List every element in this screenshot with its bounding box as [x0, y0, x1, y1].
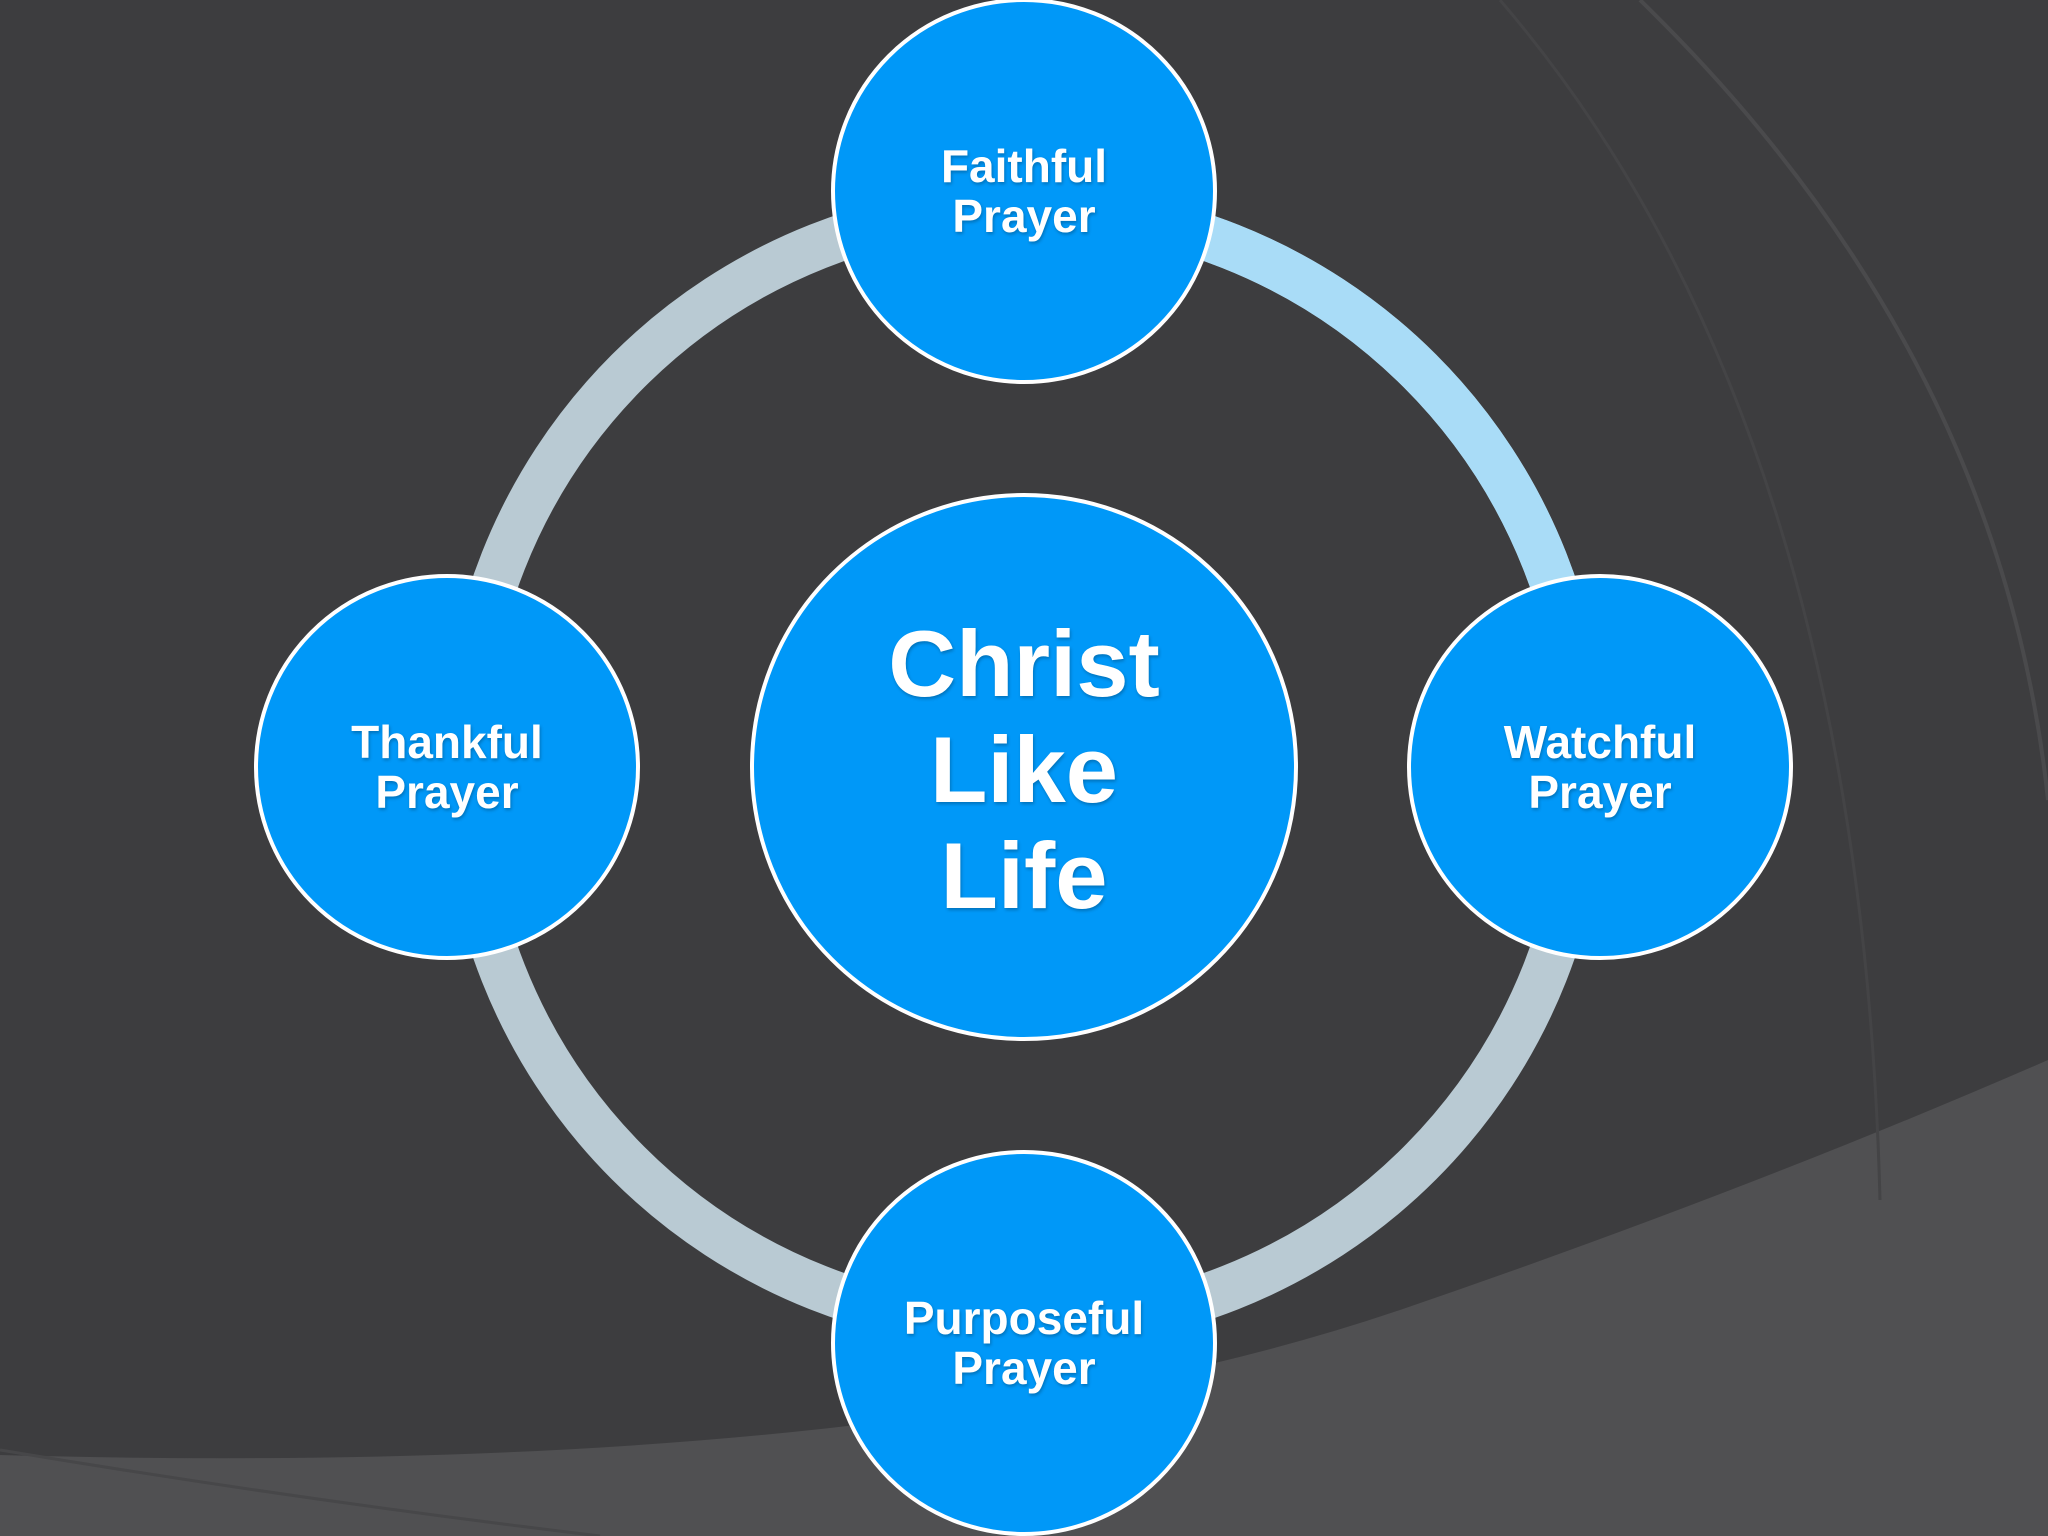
node-circle-bottom [831, 1150, 1217, 1536]
center-label: Christ Like Life [888, 611, 1160, 928]
node-label-purposeful-prayer: Purposeful Prayer [903, 1292, 1145, 1394]
node-label-watchful-prayer: Watchful Prayer [1503, 716, 1697, 818]
node-circle-top [831, 0, 1217, 384]
node-label-faithful-prayer: Faithful Prayer [940, 140, 1108, 242]
background-arc-outer [1638, 0, 2048, 801]
background-arc-bottom [0, 1448, 601, 1536]
node-circle-left [254, 574, 640, 960]
center-node-circle [750, 493, 1298, 1041]
background-light-band [0, 1060, 2048, 1536]
node-label-thankful-prayer: Thankful Prayer [351, 716, 543, 818]
background-arc-inner [1498, 0, 1882, 1201]
node-circle-right [1407, 574, 1793, 960]
